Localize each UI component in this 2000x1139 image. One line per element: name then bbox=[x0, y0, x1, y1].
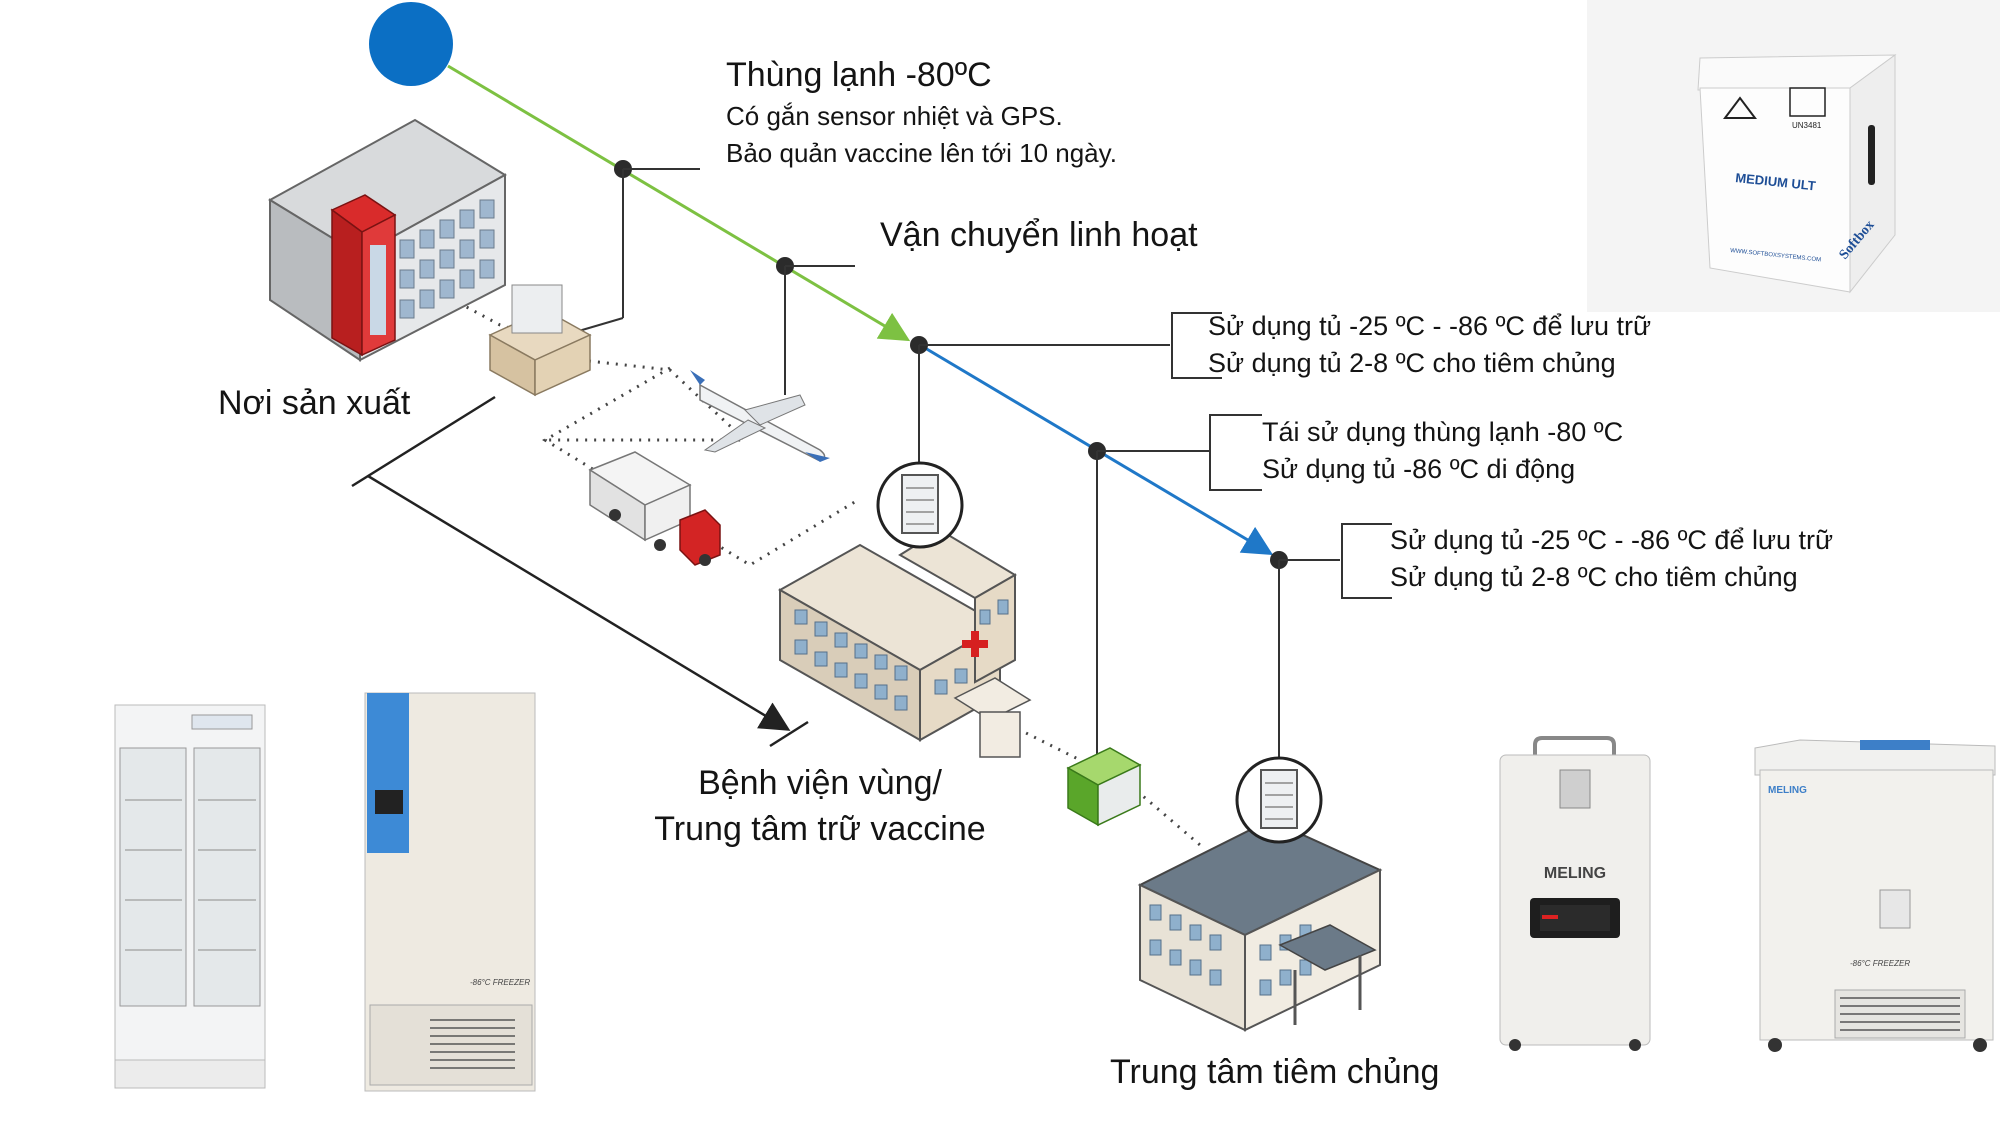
callout-2: Tái sử dụng thùng lạnh -80 ºC Sử dụng tủ… bbox=[1262, 414, 1623, 488]
origin-line-2: Bảo quản vaccine lên tới 10 ngày. bbox=[726, 138, 1117, 168]
truck-illustration bbox=[588, 451, 721, 566]
producer-label: Nơi sản xuất bbox=[218, 384, 411, 422]
vaccination-center-illustration bbox=[1137, 818, 1383, 1032]
transport-label: Vận chuyển linh hoạt bbox=[880, 216, 1198, 254]
callout-1-line-1: Sử dụng tủ -25 ºC - -86 ºC để lưu trữ bbox=[1208, 311, 1652, 341]
fridge-icon bbox=[876, 461, 964, 549]
vaccine-box-illustration bbox=[488, 284, 592, 397]
vaccination-center-label: Trung tâm tiêm chủng bbox=[1110, 1053, 1440, 1091]
chest-ult-freezer-photo: MELING -86°C FREEZER bbox=[1754, 739, 1996, 1052]
freezer-brand-text: MELING bbox=[1544, 865, 1606, 882]
upright-ult-freezer-photo: -86°C FREEZER bbox=[364, 692, 536, 1092]
origin-marker bbox=[369, 2, 453, 86]
origin-annotation: Thùng lạnh -80ºC Có gắn sensor nhiệt và … bbox=[726, 56, 1117, 169]
callout-2-line-2: Sử dụng tủ -86 ºC di động bbox=[1262, 454, 1576, 484]
green-route-line bbox=[447, 64, 911, 342]
producer-factory-illustration bbox=[268, 118, 507, 362]
freezer-brand-text: MELING bbox=[1768, 785, 1807, 796]
callout-3-line-1: Sử dụng tủ -25 ºC - -86 ºC để lưu trữ bbox=[1390, 525, 1834, 555]
freezer-label-text: -86°C FREEZER bbox=[470, 978, 530, 987]
callout-3: Sử dụng tủ -25 ºC - -86 ºC để lưu trữ Sử… bbox=[1390, 522, 1833, 596]
airplane-illustration bbox=[690, 370, 830, 462]
double-door-fridge-photo bbox=[114, 704, 266, 1089]
fridge-icon bbox=[1235, 756, 1323, 844]
callout-1: Sử dụng tủ -25 ºC - -86 ºC để lưu trữ Sử… bbox=[1208, 308, 1651, 382]
cooler-box-un-text: UN3481 bbox=[1792, 121, 1822, 130]
callout-2-line-1: Tái sử dụng thùng lạnh -80 ºC bbox=[1262, 417, 1624, 447]
callout-1-line-2: Sử dụng tủ 2-8 ºC cho tiêm chủng bbox=[1208, 348, 1616, 378]
portable-freezer-illustration bbox=[1066, 747, 1142, 827]
freezer-label-text: -86°C FREEZER bbox=[1850, 959, 1910, 968]
callout-3-line-2: Sử dụng tủ 2-8 ºC cho tiêm chủng bbox=[1390, 562, 1798, 592]
cooler-box-photo: UN3481 MEDIUM ULT WWW.SOFTBOXSYSTEMS.COM… bbox=[1587, 0, 2000, 312]
hospital-illustration bbox=[777, 528, 1032, 758]
origin-title: Thùng lạnh -80ºC bbox=[726, 56, 992, 94]
hospital-label-line-1: Bệnh viện vùng/ bbox=[698, 764, 942, 802]
hospital-label: Bệnh viện vùng/ Trung tâm trữ vaccine bbox=[645, 760, 995, 852]
portable-ult-freezer-photo: MELING bbox=[1499, 736, 1651, 1051]
origin-line-1: Có gắn sensor nhiệt và GPS. bbox=[726, 101, 1063, 131]
hospital-label-line-2: Trung tâm trữ vaccine bbox=[654, 810, 986, 848]
